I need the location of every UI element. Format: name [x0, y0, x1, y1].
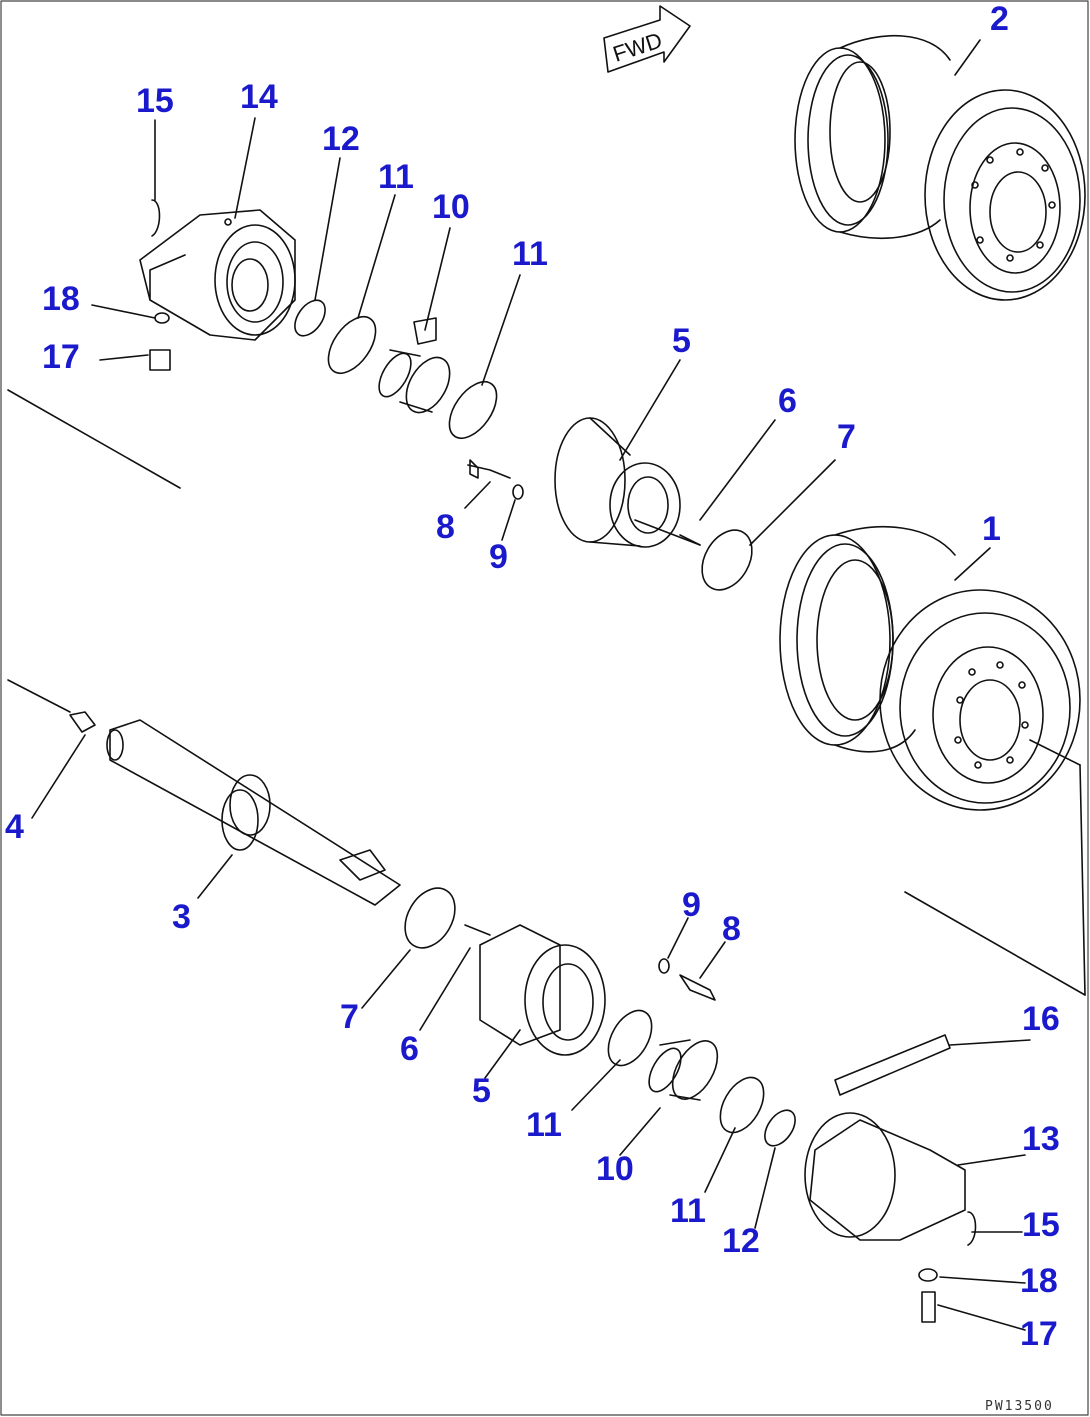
- callout-8-upper: 8: [436, 508, 455, 546]
- collar-housing-lower: [804, 1112, 966, 1241]
- floating-seal-lower: [648, 1039, 719, 1101]
- o-ring-11-upper-outer: [327, 316, 377, 374]
- callout-15-upper: 15: [136, 82, 174, 120]
- callout-1: 1: [982, 510, 1001, 548]
- callout-15-lower: 15: [1022, 1206, 1060, 1244]
- callout-18-upper: 18: [42, 280, 80, 318]
- washer-18-lower: [918, 1268, 938, 1282]
- callout-12-lower: 12: [722, 1222, 760, 1260]
- callout-17-upper: 17: [42, 338, 80, 376]
- callout-18-lower: 18: [1020, 1262, 1058, 1300]
- callout-10-lower: 10: [596, 1150, 634, 1188]
- floating-seal-upper: [378, 317, 451, 414]
- callout-11-lower-a: 11: [526, 1106, 562, 1144]
- callout-5-lower: 5: [472, 1072, 491, 1110]
- o-ring-7-upper: [701, 529, 753, 591]
- callout-14: 14: [240, 78, 278, 116]
- callout-4: 4: [5, 808, 24, 846]
- callout-labels: 2 1 3 4 5 5 6 6 7 7 8 8 9 9 10 10 11 11 …: [5, 0, 1060, 1353]
- callout-13: 13: [1022, 1120, 1060, 1158]
- track-roller-double-flange-upper: [794, 34, 1086, 301]
- section-line: [7, 679, 71, 713]
- hub-bushing-lower: [479, 924, 606, 1056]
- callout-5-upper: 5: [672, 322, 691, 360]
- o-ring-11-lower-a: [607, 1009, 653, 1067]
- plug-4: [69, 711, 96, 733]
- callout-11-upper-b: 11: [512, 235, 548, 273]
- callout-7-lower: 7: [340, 998, 359, 1036]
- callout-8-lower: 8: [722, 910, 741, 948]
- section-line: [7, 389, 181, 489]
- callout-3: 3: [172, 898, 191, 936]
- o-ring-11-lower-b: [719, 1076, 765, 1134]
- forward-arrow-icon: FWD: [603, 5, 691, 73]
- callout-16: 16: [1022, 1000, 1060, 1038]
- pin-15-upper: [151, 199, 161, 237]
- callout-9-lower: 9: [682, 886, 701, 924]
- washer-9-lower: [658, 958, 670, 974]
- callout-2: 2: [990, 0, 1009, 38]
- o-ring-12-lower: [764, 1109, 796, 1147]
- callout-6-lower: 6: [400, 1030, 419, 1068]
- pin-6-upper: [679, 534, 701, 546]
- bolt-17-upper: [149, 349, 171, 371]
- callout-11-lower-b: 11: [670, 1192, 706, 1230]
- collar-housing-upper: [139, 209, 296, 341]
- callout-12-upper: 12: [322, 120, 360, 158]
- track-roller-single-flange-lower: [779, 526, 1081, 811]
- plate-16: [834, 1034, 951, 1096]
- bolt-17-lower: [921, 1291, 936, 1323]
- bolt-8-upper: [467, 459, 511, 479]
- washer-9-upper: [512, 484, 524, 500]
- leader-lines: [31, 39, 1086, 1331]
- pin-6-lower: [464, 924, 491, 936]
- callout-9-upper: 9: [489, 538, 508, 576]
- hub-bushing-upper: [554, 417, 701, 548]
- o-ring-11-upper-inner: [448, 381, 498, 439]
- bolt-8-lower: [679, 974, 716, 1001]
- callout-17-lower: 17: [1020, 1315, 1058, 1353]
- washer-18-upper: [154, 312, 170, 324]
- callout-6-upper: 6: [778, 382, 797, 420]
- callout-11-upper-a: 11: [378, 158, 414, 196]
- callout-10-upper: 10: [432, 188, 470, 226]
- o-ring-7-lower: [404, 887, 456, 949]
- o-ring-12-upper: [294, 299, 326, 337]
- section-line: [904, 891, 1086, 996]
- shaft-3: [106, 719, 401, 906]
- callout-7-upper: 7: [837, 418, 856, 456]
- drawing-code: PW13500: [985, 1399, 1054, 1414]
- pin-15-lower: [967, 1211, 977, 1246]
